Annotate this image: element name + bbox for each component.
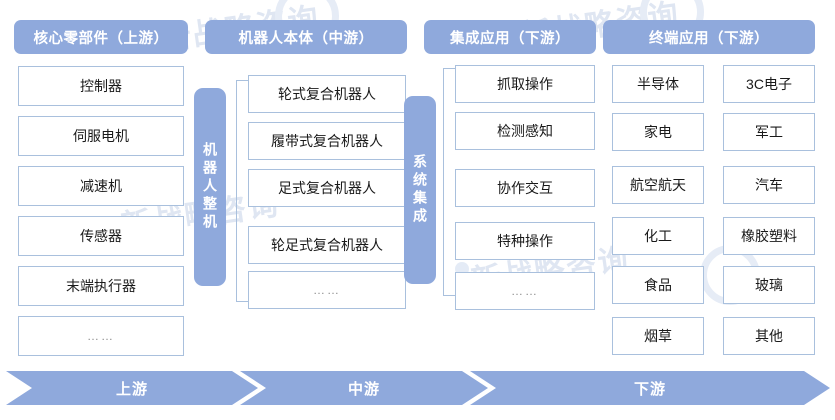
terminal-item[interactable]: 航空航天 <box>612 166 704 204</box>
upstream-item[interactable]: 伺服电机 <box>18 116 184 156</box>
header-robot-body: 机器人本体（中游） <box>205 20 407 54</box>
terminal-item[interactable]: 汽车 <box>723 166 815 204</box>
terminal-item[interactable]: 食品 <box>612 266 704 304</box>
midstream-item[interactable]: 足式复合机器人 <box>248 169 406 207</box>
robot-whole-machine-label: 机器人整机 <box>202 142 218 232</box>
integration-item[interactable]: 特种操作 <box>455 222 595 260</box>
system-integration-label: 系统集成 <box>412 154 428 226</box>
terminal-item[interactable]: 化工 <box>612 217 704 255</box>
midstream-item[interactable]: 轮足式复合机器人 <box>248 226 406 264</box>
terminal-item[interactable]: 半导体 <box>612 65 704 103</box>
midstream-bracket <box>236 80 250 302</box>
midstream-item-more[interactable]: …… <box>248 271 406 309</box>
robot-whole-machine-pill: 机器人整机 <box>194 88 226 286</box>
header-integrated-application: 集成应用（下游） <box>424 20 596 54</box>
integration-item[interactable]: 协作交互 <box>455 169 595 207</box>
midstream-item[interactable]: 轮式复合机器人 <box>248 75 406 113</box>
terminal-item[interactable]: 烟草 <box>612 317 704 355</box>
flow-stage-upstream[interactable]: 上游 <box>6 371 258 405</box>
integration-bracket <box>443 68 457 296</box>
upstream-item[interactable]: 传感器 <box>18 216 184 256</box>
upstream-item[interactable]: 控制器 <box>18 66 184 106</box>
upstream-item-more[interactable]: …… <box>18 316 184 356</box>
integration-item[interactable]: 抓取操作 <box>455 65 595 103</box>
integration-item[interactable]: 检测感知 <box>455 112 595 150</box>
upstream-item[interactable]: 减速机 <box>18 166 184 206</box>
system-integration-pill: 系统集成 <box>404 96 436 284</box>
terminal-item[interactable]: 其他 <box>723 317 815 355</box>
flow-stage-downstream[interactable]: 下游 <box>470 371 830 405</box>
header-upstream-components: 核心零部件（上游） <box>14 20 188 54</box>
header-terminal-application: 终端应用（下游） <box>603 20 815 54</box>
terminal-item[interactable]: 橡胶塑料 <box>723 217 815 255</box>
terminal-item[interactable]: 玻璃 <box>723 266 815 304</box>
flow-stage-midstream[interactable]: 中游 <box>240 371 488 405</box>
integration-item-more[interactable]: …… <box>455 272 595 310</box>
terminal-item[interactable]: 军工 <box>723 113 815 151</box>
midstream-item[interactable]: 履带式复合机器人 <box>248 122 406 160</box>
terminal-item[interactable]: 家电 <box>612 113 704 151</box>
terminal-item[interactable]: 3C电子 <box>723 65 815 103</box>
upstream-item[interactable]: 末端执行器 <box>18 266 184 306</box>
